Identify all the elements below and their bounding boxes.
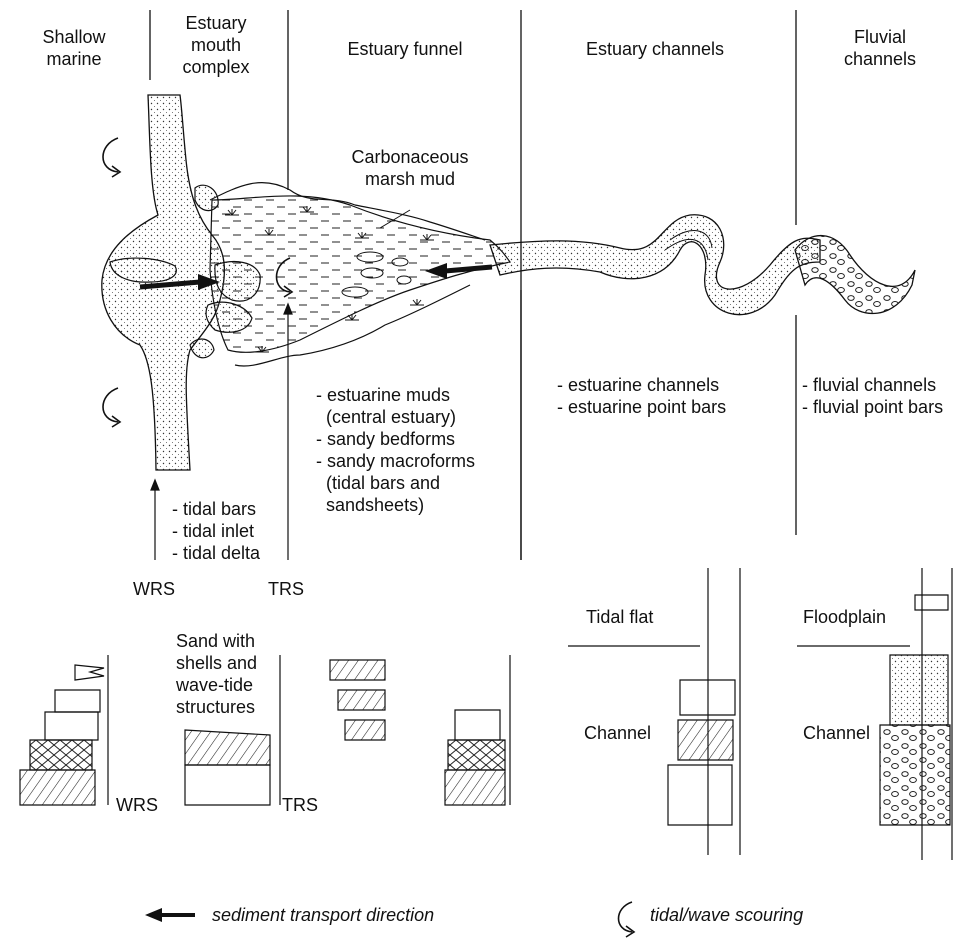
legend-scour-icon <box>619 902 635 937</box>
fluvial-channel <box>795 236 915 314</box>
log-wrs-label: WRS <box>116 794 158 816</box>
channel-label-b: Channel <box>803 722 870 744</box>
legend-scouring-label: tidal/wave scouring <box>650 904 803 926</box>
estuary-channel <box>490 215 820 315</box>
floodplain-label: Floodplain <box>803 606 886 628</box>
trs-label: TRS <box>268 578 304 600</box>
marsh-label: Carbonaceous marsh mud <box>320 146 500 190</box>
log-shallow-marine <box>20 655 108 805</box>
zone-estuary-mouth: Estuary mouth complex <box>156 12 276 78</box>
channel-label-a: Channel <box>584 722 651 744</box>
wrs-label: WRS <box>133 578 175 600</box>
log-tidal-wavy <box>330 660 385 740</box>
zone-shallow-marine: Shallow marine <box>16 26 132 70</box>
log-tidal-channel <box>668 568 740 855</box>
mouth-deposits-label: - tidal bars - tidal inlet - tidal delta <box>172 498 260 564</box>
zone-estuary-funnel: Estuary funnel <box>300 38 510 60</box>
log-fluvial-channel <box>880 568 952 860</box>
tidal-flat-label: Tidal flat <box>586 606 653 628</box>
zone-estuary-channels: Estuary channels <box>530 38 780 60</box>
fluvial-deposits-label: - fluvial channels - fluvial point bars <box>802 374 943 418</box>
zone-fluvial-channels: Fluvial channels <box>800 26 960 70</box>
legend-transport-label: sediment transport direction <box>212 904 434 926</box>
log-coarsening <box>445 655 510 805</box>
sand-shells-label: Sand with shells and wave-tide structure… <box>176 630 257 718</box>
log-trs-label: TRS <box>282 794 318 816</box>
channel-deposits-label: - estuarine channels - estuarine point b… <box>557 374 726 418</box>
funnel-deposits-label: - estuarine muds (central estuary) - san… <box>316 384 475 516</box>
legend-arrow-icon <box>145 908 195 922</box>
